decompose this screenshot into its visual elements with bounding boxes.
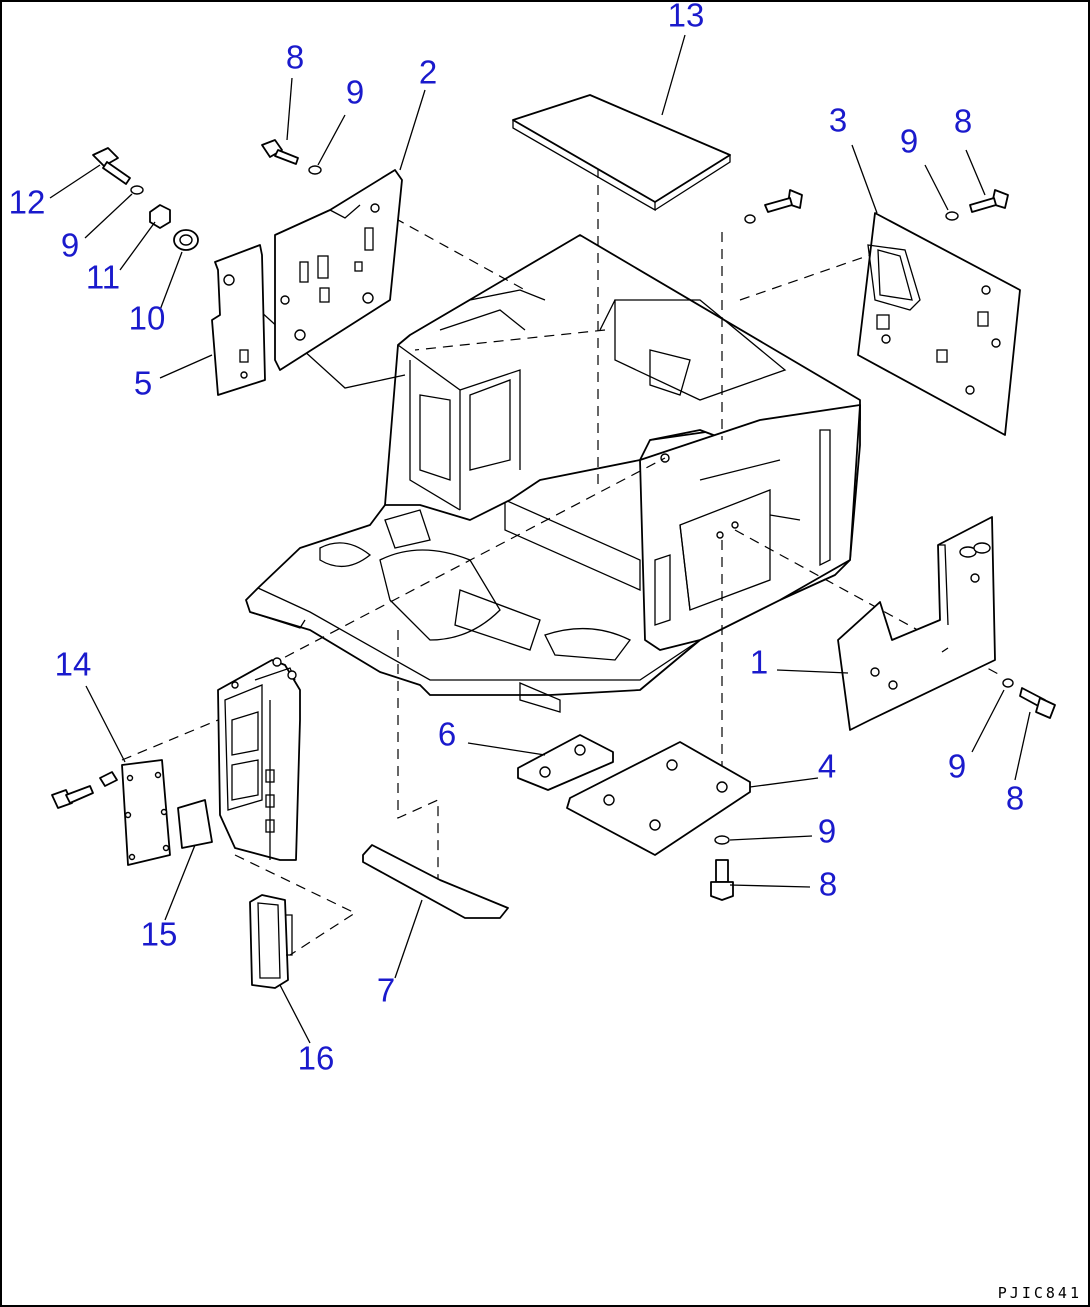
part-16-handle — [249, 894, 293, 989]
callout-1: 1 — [750, 644, 768, 681]
callout-8: 8 — [954, 103, 972, 140]
callout-12: 12 — [9, 184, 46, 221]
callout-13: 13 — [668, 0, 705, 34]
callout-8: 8 — [1006, 780, 1024, 817]
callout-8: 8 — [819, 866, 837, 903]
part-13-top-plate — [512, 94, 731, 212]
callout-2: 2 — [419, 54, 437, 91]
assembly-lines — [121, 168, 1001, 956]
main-frame-assembly — [245, 234, 861, 713]
part-15-pad — [177, 799, 213, 849]
fasteners — [51, 139, 1056, 901]
callout-6: 6 — [438, 716, 456, 753]
part-4-plate — [566, 741, 751, 856]
part-7-bar — [362, 844, 509, 919]
callout-9: 9 — [346, 74, 364, 111]
callout-9: 9 — [900, 123, 918, 160]
callout-8: 8 — [286, 39, 304, 76]
callout-16: 16 — [298, 1040, 335, 1077]
part-6-plate — [517, 734, 614, 791]
part-2-panel — [274, 169, 403, 371]
callout-4: 4 — [818, 748, 836, 785]
drawing-code: PJIC841 — [998, 1284, 1082, 1302]
callout-11: 11 — [86, 259, 120, 296]
callout-10: 10 — [129, 300, 166, 337]
callout-7: 7 — [377, 972, 395, 1009]
callout-5: 5 — [134, 365, 152, 402]
callout-9: 9 — [61, 227, 79, 264]
callout-9: 9 — [818, 813, 836, 850]
leader-lines — [49, 34, 1031, 1044]
part-14-cover — [121, 759, 171, 866]
callout-14: 14 — [55, 646, 92, 683]
console-bracket — [217, 657, 301, 861]
callout-9: 9 — [948, 748, 966, 785]
callout-15: 15 — [141, 916, 178, 953]
callout-3: 3 — [829, 102, 847, 139]
callout-labels: 13 8 9 2 12 9 11 10 5 3 9 8 1 9 8 14 6 4… — [9, 0, 1025, 1077]
part-1-bracket — [837, 516, 996, 731]
part-5-plate — [211, 244, 266, 396]
part-3-panel — [857, 212, 1021, 436]
